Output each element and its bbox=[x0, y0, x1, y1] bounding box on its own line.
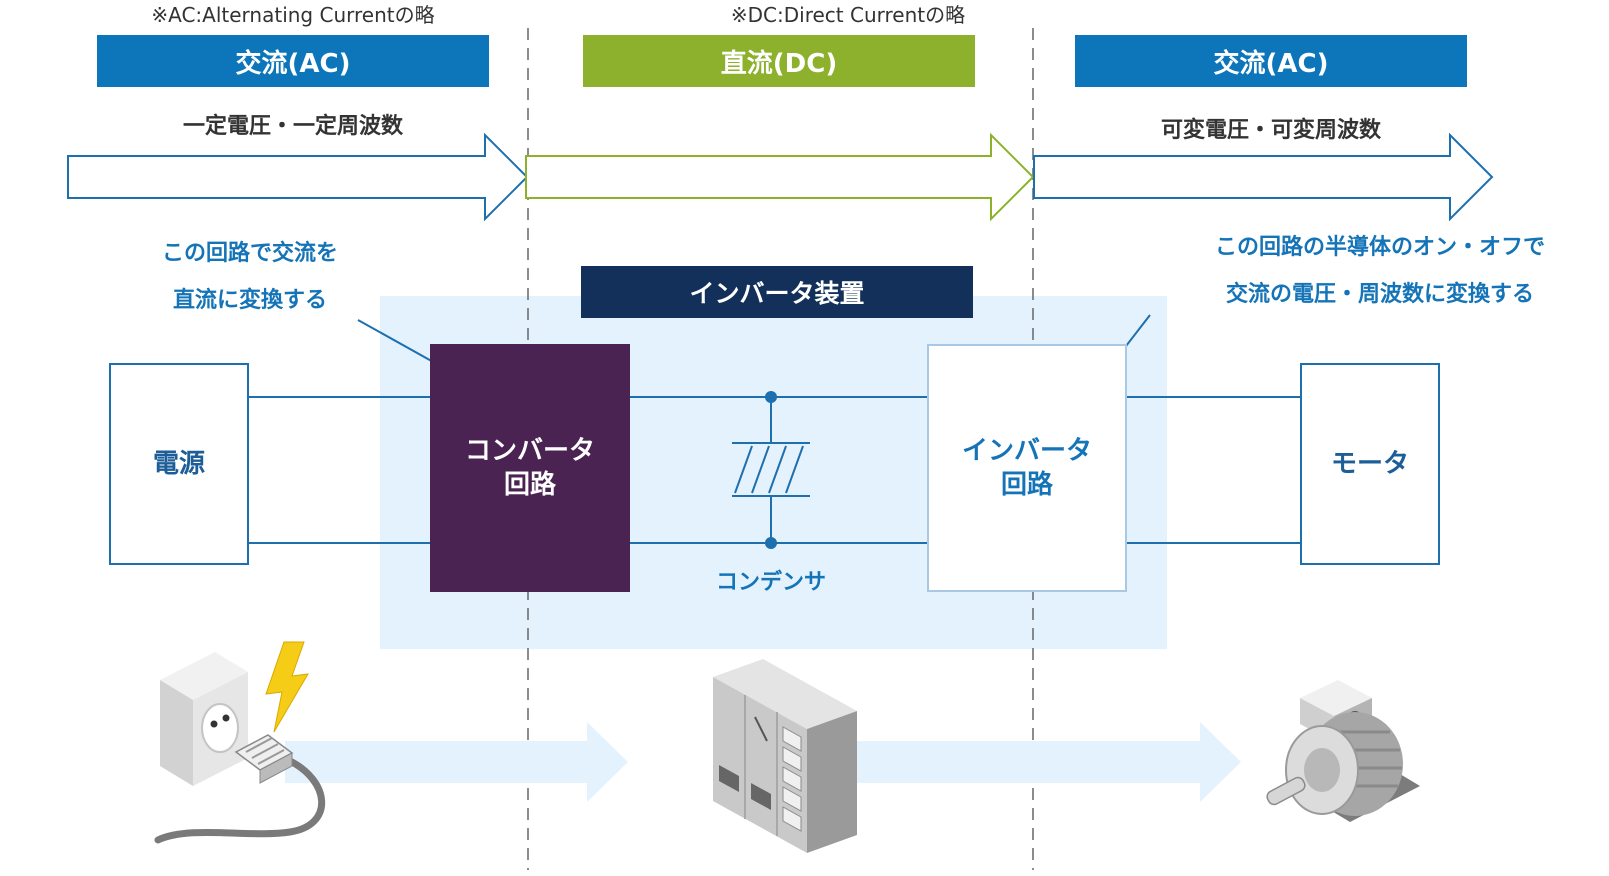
motor-label: モータ bbox=[1330, 449, 1409, 479]
converter-annotation-line2: 直流に変換する bbox=[172, 288, 327, 313]
power-source-box: 電源 bbox=[109, 363, 249, 565]
subtitle-variable: 可変電圧・可変周波数 bbox=[1160, 118, 1381, 143]
power-source-label: 電源 bbox=[152, 449, 205, 479]
inverter-annotation-line2: 交流の電圧・周波数に変換する bbox=[1225, 282, 1534, 307]
inverter-circuit-box: インバータ 回路 bbox=[927, 344, 1127, 592]
converter-label-line2: 回路 bbox=[503, 470, 556, 500]
dc-note: ※DC:Direct Currentの略 bbox=[730, 3, 966, 27]
inverter-annotation-line1: この回路の半導体のオン・オフで bbox=[1214, 235, 1545, 260]
ac-arrow-left bbox=[67, 132, 529, 222]
dc-arrow bbox=[525, 132, 1035, 222]
converter-annotation: この回路で交流を 直流に変換する bbox=[130, 230, 370, 324]
inverter-label-line2: 回路 bbox=[1000, 470, 1053, 500]
capacitor-label: コンデンサ bbox=[715, 570, 826, 595]
header-dc: 直流(DC) bbox=[583, 35, 975, 87]
inverter-annotation: この回路の半導体のオン・オフで 交流の電圧・周波数に変換する bbox=[1185, 224, 1575, 318]
converter-circuit-box: コンバータ 回路 bbox=[430, 344, 630, 592]
ac-note: ※AC:Alternating Currentの略 bbox=[151, 3, 435, 27]
power-outlet-plug-icon bbox=[154, 652, 326, 844]
motor-box: モータ bbox=[1300, 363, 1440, 565]
bottom-arrow-left bbox=[285, 722, 628, 802]
bottom-arrow-right bbox=[855, 722, 1241, 802]
header-ac-right: 交流(AC) bbox=[1075, 35, 1467, 87]
inverter-device-title: インバータ装置 bbox=[581, 266, 973, 318]
subtitle-constant: 一定電圧・一定周波数 bbox=[182, 114, 403, 139]
converter-label-line1: コンバータ bbox=[464, 436, 595, 466]
electric-motor-icon bbox=[1266, 680, 1420, 822]
inverter-cabinet-icon bbox=[713, 659, 857, 853]
lightning-bolt-icon bbox=[265, 641, 309, 733]
inverter-label-line1: インバータ bbox=[961, 436, 1092, 466]
converter-annotation-line1: この回路で交流を bbox=[161, 241, 338, 266]
header-ac-left: 交流(AC) bbox=[97, 35, 489, 87]
ac-arrow-right bbox=[1033, 132, 1494, 222]
